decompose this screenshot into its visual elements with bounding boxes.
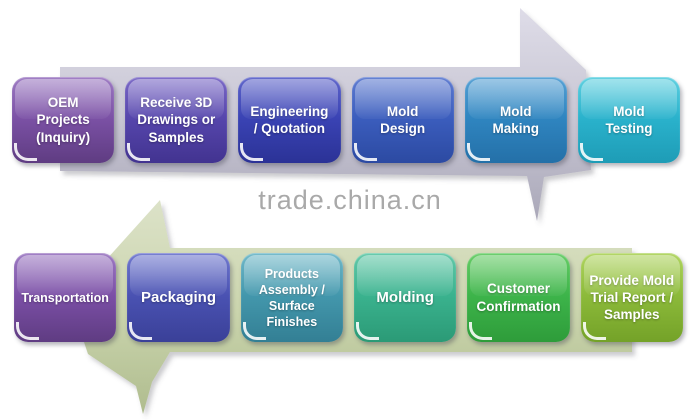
step-label-line: Trial Report / (590, 289, 674, 305)
step-label-line: Assembly / (258, 282, 325, 297)
step-label-line: Samples (604, 307, 660, 323)
step-label-line: / Quotation (253, 121, 326, 136)
watermark: trade.china.cn (258, 185, 442, 215)
step-label-line: Packaging (140, 288, 216, 306)
step-label-line: Samples (148, 129, 205, 145)
step-label-line: Making (492, 121, 540, 136)
step-label-line: Surface (268, 298, 315, 313)
step-label-line: (Inquiry) (36, 129, 91, 145)
step-label-line: Mold (386, 103, 419, 119)
step-packaging: Packaging (127, 253, 230, 342)
step-label-line: Mold (500, 103, 532, 119)
step-label-line: Finishes (266, 314, 318, 329)
step-label-line: Design (380, 121, 426, 136)
step-label-line: Molding (376, 288, 434, 306)
step-label-line: OEM (47, 95, 79, 111)
step-label-line: Receive 3D (140, 95, 213, 111)
step-label-line: Engineering (250, 103, 329, 119)
step-molding: Molding (353, 253, 457, 342)
step-transportation: Transportation (14, 253, 117, 342)
step-label-line: Products (264, 266, 319, 281)
step-label-line: Testing (605, 121, 653, 136)
step-label-line: Provide Mold (589, 272, 675, 288)
step-label-line: Customer (486, 281, 550, 297)
step-label-line: Mold (613, 103, 645, 119)
step-label-line: Transportation (21, 290, 109, 305)
step-label-line: Confirmation (476, 298, 561, 314)
step-label-line: Projects (36, 112, 90, 128)
step-label-line: Drawings or (137, 112, 216, 128)
step-engineering-quotation: Engineering / Quotation (238, 77, 341, 163)
